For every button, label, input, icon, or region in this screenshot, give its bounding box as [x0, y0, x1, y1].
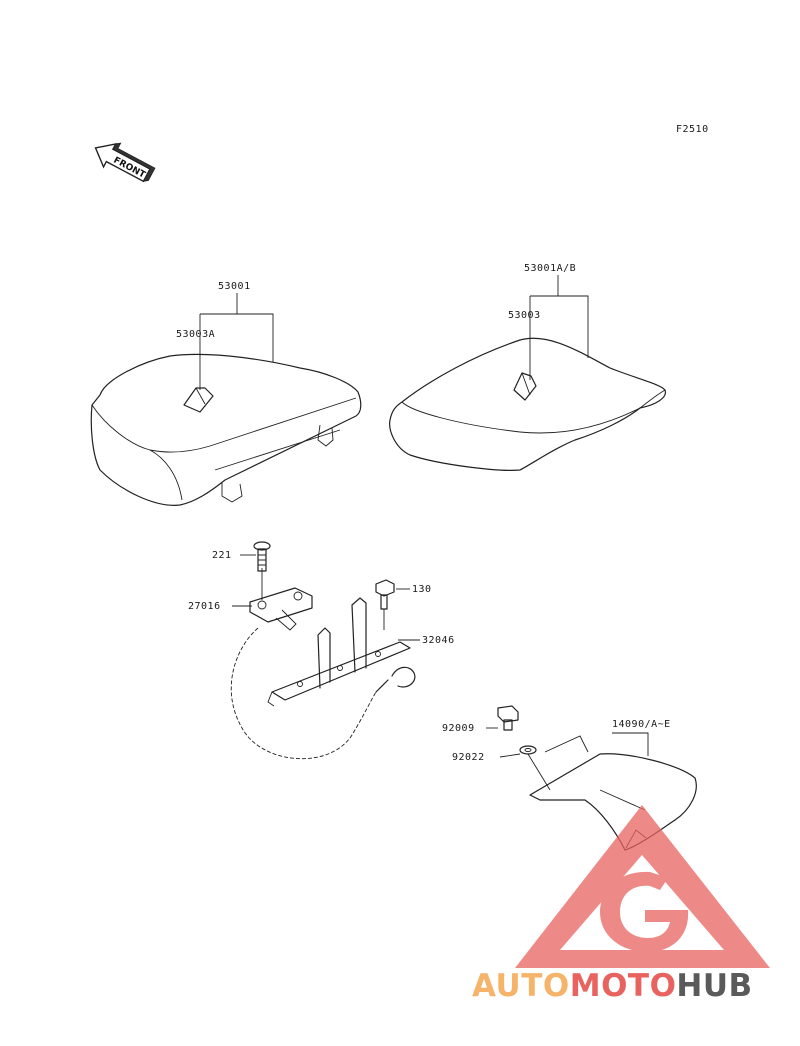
- bolt-221: [253, 541, 271, 572]
- watermark-logo: [515, 805, 770, 968]
- bolt-130: [375, 579, 395, 610]
- label-27016: 27016: [188, 601, 221, 612]
- watermark-word-hub: HUB: [676, 968, 752, 1004]
- label-32046: 32046: [422, 635, 455, 646]
- rear-seat: [389, 337, 666, 471]
- front-seat: [90, 353, 362, 506]
- label-53003: 53003: [508, 310, 541, 321]
- watermark-word-auto: AUTO: [472, 968, 570, 1004]
- label-14090: 14090/A~E: [612, 719, 671, 730]
- screw-92009: [497, 705, 519, 731]
- cable-loop: [375, 666, 416, 693]
- watermark-text: AUTOMOTOHUB: [472, 968, 753, 1004]
- watermark-word-moto: MOTO: [570, 968, 677, 1004]
- label-92009: 92009: [442, 723, 475, 734]
- front-arrow-icon: FRONT: [94, 142, 156, 183]
- leader-lines: [199, 275, 649, 791]
- seat-lock-bracket: [249, 587, 313, 631]
- label-53001AB: 53001A/B: [524, 263, 576, 274]
- tail-cover-14090: [529, 735, 697, 851]
- label-53003A: 53003A: [176, 329, 215, 340]
- washer-92022: [519, 745, 537, 755]
- figure-code: F2510: [676, 124, 709, 135]
- label-221: 221: [212, 550, 232, 561]
- label-53001: 53001: [218, 281, 251, 292]
- label-130: 130: [412, 584, 432, 595]
- seat-bracket-32046: [267, 597, 411, 707]
- lock-cable: [230, 627, 377, 760]
- label-92022: 92022: [452, 752, 485, 763]
